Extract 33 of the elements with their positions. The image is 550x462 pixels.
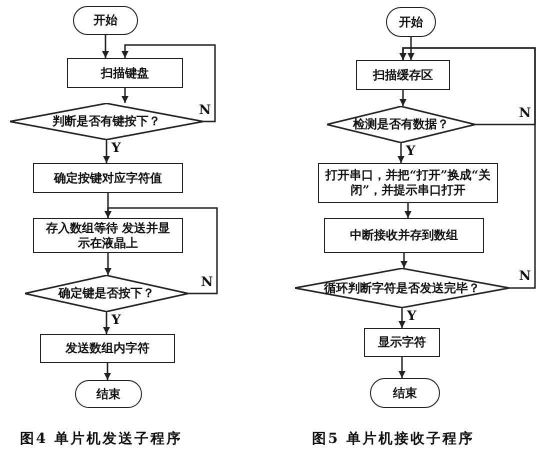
arrow: [404, 203, 412, 218]
arrow: [104, 207, 218, 294]
arrow: [398, 143, 404, 163]
arrow: [104, 363, 111, 380]
process-box: 存入数组等待 发送并显示在液晶上: [33, 218, 183, 253]
arrow: [122, 44, 216, 122]
terminal-box: 结束: [370, 378, 440, 408]
terminal-box: 开始: [73, 6, 138, 35]
terminal-box: 开始: [386, 7, 436, 37]
process-box: 确定按键对应字符值: [33, 163, 183, 193]
process-box: 中断接收并存到数组: [324, 218, 484, 253]
process-box: 显示字符: [364, 328, 440, 357]
arrow: [398, 357, 406, 378]
arrow: [408, 37, 414, 60]
arrow: [398, 308, 406, 328]
decision-diamond: 检测是否有数据？: [327, 106, 475, 143]
process-box: 发送数组内字符: [40, 334, 175, 363]
figure-caption: 图4 单片机发送子程序: [20, 430, 183, 448]
arrow: [122, 88, 128, 103]
arrow: [103, 312, 110, 334]
arrow: [400, 90, 406, 106]
arrow: [102, 35, 109, 58]
arrow: [400, 253, 408, 268]
decision-diamond: 确定键是否按下？: [25, 275, 188, 312]
figure-caption: 图5 单片机接收子程序: [312, 430, 475, 448]
process-box: 扫描键盘: [67, 58, 183, 88]
decision-diamond: 循环判断字符是否发送完毕？: [295, 268, 509, 308]
process-box: 打开串口，并把“打开”换成“关闭”，并提示串口打开: [318, 163, 498, 203]
terminal-box: 结束: [75, 380, 142, 408]
arrow: [103, 140, 110, 163]
arrow: [400, 47, 536, 289]
arrow: [104, 253, 112, 275]
process-box: 扫描缓存区: [356, 60, 450, 90]
